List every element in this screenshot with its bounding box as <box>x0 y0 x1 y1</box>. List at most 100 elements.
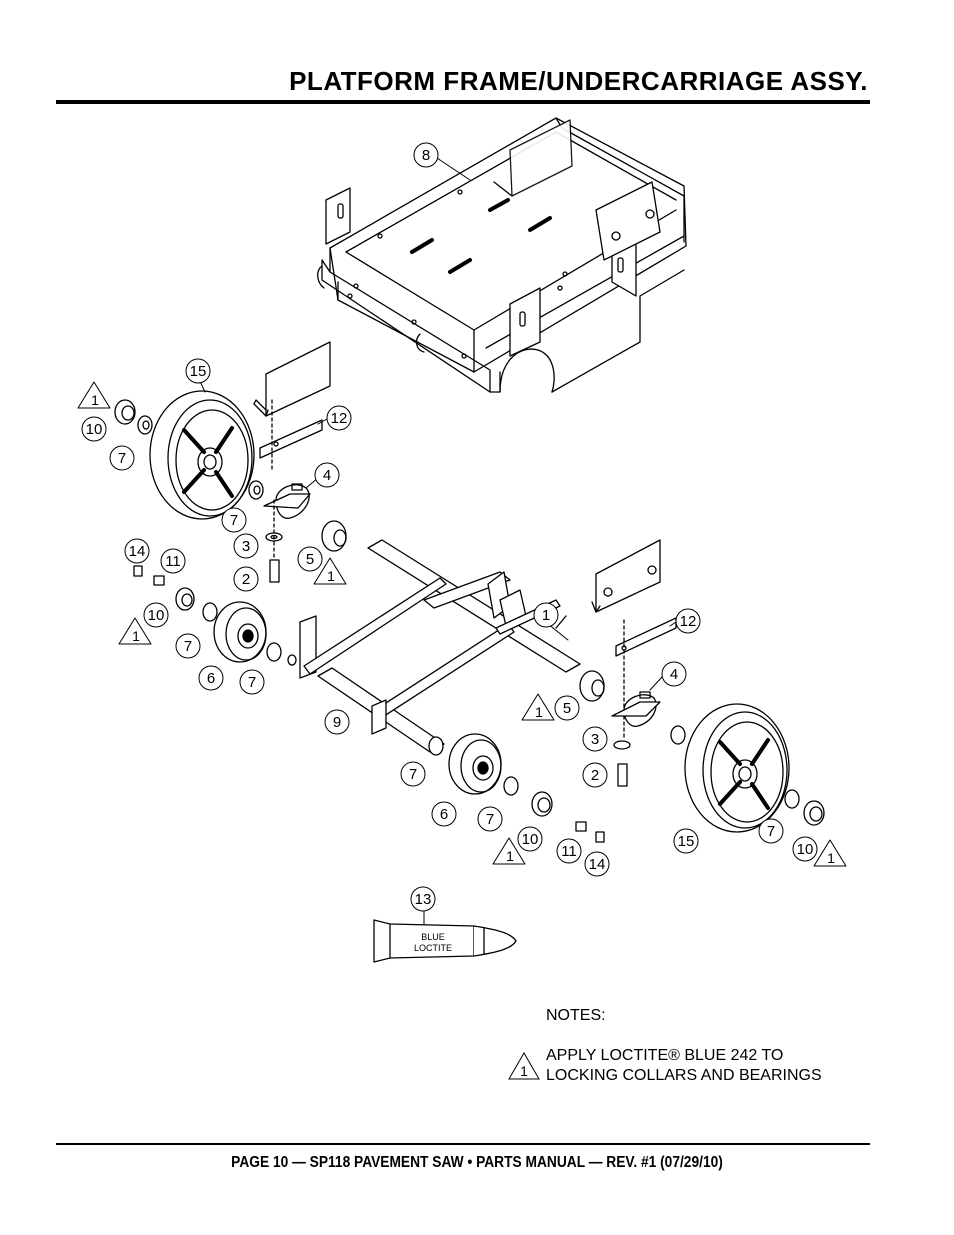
callout-label: 1 <box>542 607 550 624</box>
warning-label: 1 <box>827 850 835 866</box>
left-wheel-hardware <box>114 399 347 583</box>
callout: 3 <box>233 533 259 559</box>
tube-label-line1: BLUE <box>421 932 445 942</box>
callout-label: 10 <box>522 831 539 848</box>
notes-section: NOTES: 1 APPLY LOCTITE® BLUE 242 TO LOCK… <box>508 1006 822 1086</box>
warning-triangle-icon: 1 <box>77 381 111 409</box>
footer-rule <box>56 1143 870 1145</box>
callout-label: 15 <box>190 363 207 380</box>
callout: 15 <box>185 358 211 384</box>
callout: 8 <box>413 142 439 168</box>
callout-label: 7 <box>184 638 192 655</box>
callout-label: 15 <box>678 833 695 850</box>
tube-label-line2: LOCTITE <box>414 943 452 953</box>
callout: 14 <box>124 538 150 564</box>
callout: 5 <box>554 695 580 721</box>
callout: 7 <box>400 761 426 787</box>
callout: 2 <box>582 762 608 788</box>
left-mount-bracket <box>253 341 331 471</box>
note-mark-label: 1 <box>520 1063 528 1079</box>
callout-label: 12 <box>680 613 697 630</box>
callout: 7 <box>758 818 784 844</box>
callout: 7 <box>239 669 265 695</box>
callout: 1 <box>533 602 559 628</box>
page-footer: PAGE 10 — SP118 PAVEMENT SAW • PARTS MAN… <box>231 1154 723 1171</box>
left-large-wheel <box>149 390 255 520</box>
callout-label: 7 <box>409 766 417 783</box>
callout-label: 10 <box>86 421 103 438</box>
left-small-wheel <box>133 565 282 663</box>
page-title: PLATFORM FRAME/UNDERCARRIAGE ASSY. <box>289 66 868 96</box>
callout-label: 11 <box>165 553 181 570</box>
note-item: 1 APPLY LOCTITE® BLUE 242 TO LOCKING COL… <box>508 1046 822 1086</box>
warning-label: 1 <box>91 392 99 408</box>
callout-label: 5 <box>306 551 314 568</box>
callout: 10 <box>517 826 543 852</box>
callout-label: 2 <box>591 767 599 784</box>
callout-label: 4 <box>323 467 331 484</box>
callout: 12 <box>326 405 352 431</box>
warning-triangle-icon: 1 <box>508 1052 540 1080</box>
callout-label: 7 <box>767 823 775 840</box>
callout-label: 4 <box>670 666 678 683</box>
warning-triangle-icon: 1 <box>118 617 152 645</box>
callout-label: 7 <box>248 674 256 691</box>
callout: 10 <box>143 602 169 628</box>
callout-label: 3 <box>591 731 599 748</box>
callout-label: 7 <box>486 811 494 828</box>
warning-triangle-icon: 1 <box>813 839 847 867</box>
callout-label: 2 <box>242 571 250 588</box>
callout: 12 <box>675 608 701 634</box>
warning-label: 1 <box>506 848 514 864</box>
callout: 6 <box>431 801 457 827</box>
callout: 7 <box>175 633 201 659</box>
callout: 7 <box>109 445 135 471</box>
warning-triangle-icon: 1 <box>492 837 526 865</box>
undercarriage-frame <box>287 539 581 753</box>
callout: 13 <box>410 886 436 912</box>
right-mount-bracket <box>579 539 686 787</box>
right-large-wheel <box>684 703 825 833</box>
warning-triangle-icon: 1 <box>521 693 555 721</box>
right-small-wheel <box>428 733 605 843</box>
callout: 14 <box>584 851 610 877</box>
callout-label: 11 <box>561 843 577 860</box>
callout-label: 13 <box>415 891 432 908</box>
callout-label: 9 <box>333 714 341 731</box>
callout: 2 <box>233 566 259 592</box>
callout-label: 12 <box>331 410 348 427</box>
callout-label: 6 <box>207 670 215 687</box>
warning-label: 1 <box>132 628 140 644</box>
callout: 7 <box>477 806 503 832</box>
notes-heading: NOTES: <box>546 1007 606 1024</box>
warning-triangles: 1 1 1 1 1 1 <box>77 381 847 867</box>
callout-label: 7 <box>118 450 126 467</box>
callout: 11 <box>556 838 582 864</box>
callout-label: 8 <box>422 147 430 164</box>
callout-label: 14 <box>129 543 146 560</box>
loctite-tube <box>373 919 517 963</box>
note-text: APPLY LOCTITE® BLUE 242 TO LOCKING COLLA… <box>546 1047 822 1084</box>
callout: 10 <box>792 836 818 862</box>
platform-frame <box>317 117 687 393</box>
header-rule <box>56 100 870 104</box>
callout-label: 14 <box>589 856 606 873</box>
callout: 4 <box>314 462 340 488</box>
callout: 4 <box>661 661 687 687</box>
leader-lines <box>199 157 677 925</box>
warning-triangle-icon: 1 <box>313 557 347 585</box>
callout: 10 <box>81 416 107 442</box>
callout-label: 7 <box>230 512 238 529</box>
callout: 7 <box>221 507 247 533</box>
callout-label: 6 <box>440 806 448 823</box>
callout: 3 <box>582 726 608 752</box>
warning-label: 1 <box>327 568 335 584</box>
exploded-parts-diagram: 8 15 12 4 10 7 7 3 5 14 11 2 10 7 6 7 1 … <box>77 117 847 963</box>
callout: 9 <box>324 709 350 735</box>
callout-label: 10 <box>148 607 165 624</box>
callout: 6 <box>198 665 224 691</box>
callout: 15 <box>673 828 699 854</box>
callout-label: 3 <box>242 538 250 555</box>
warning-label: 1 <box>535 704 543 720</box>
callout: 5 <box>297 546 323 572</box>
